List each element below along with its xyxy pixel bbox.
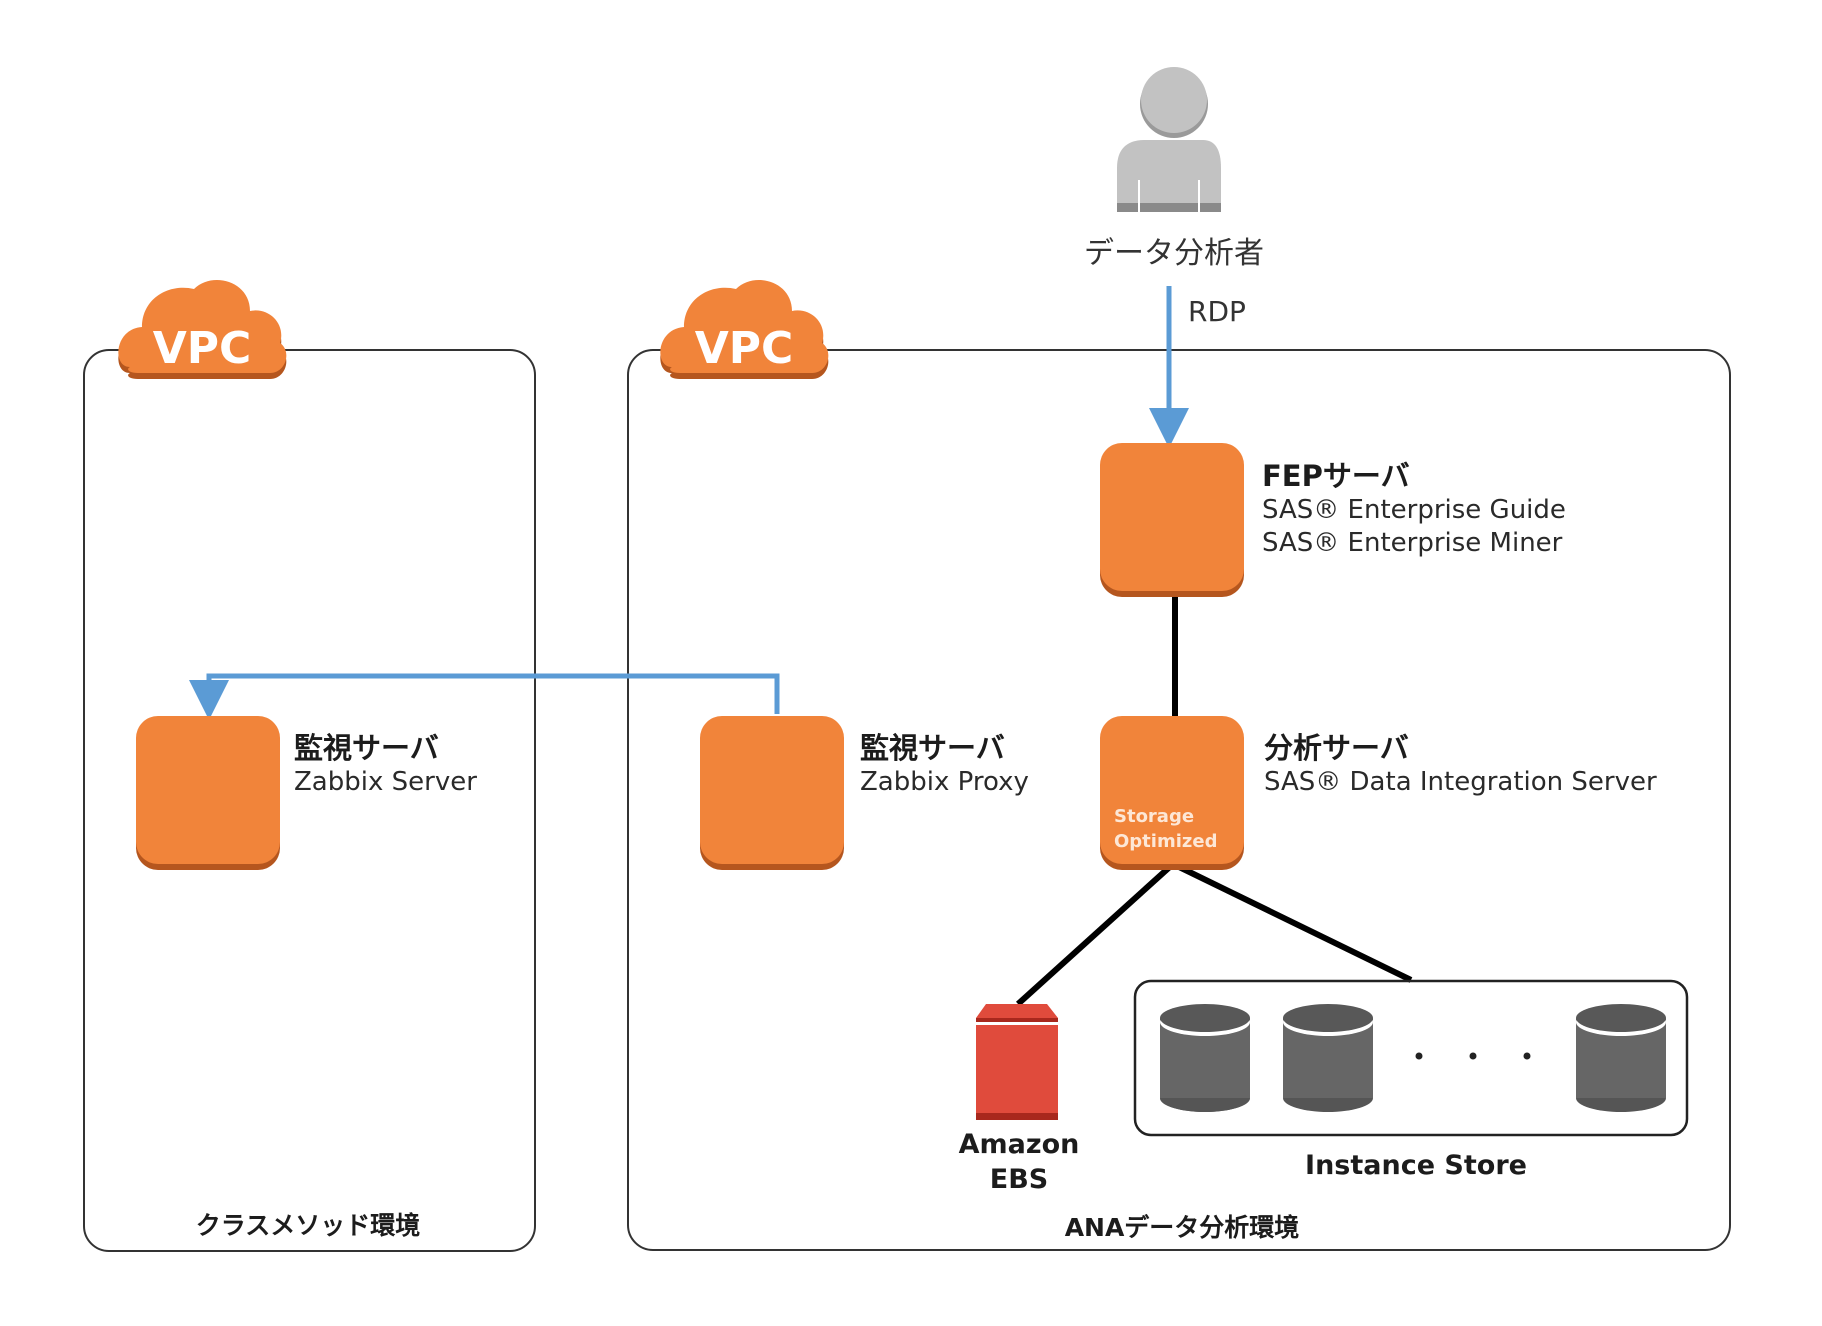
ebs-label-line: EBS [989,1164,1049,1195]
person-label: データ分析者 [1084,236,1264,271]
environment-label-classmethod: クラスメソッド環境 [195,1211,421,1240]
disk-icon [1160,1004,1250,1112]
user-icon [1117,67,1221,212]
ebs-label: Amazon EBS [959,1127,1080,1197]
zabbix-proxy-title: 監視サーバ [860,731,1005,765]
rdp-label: RDP [1188,295,1246,328]
fep-server-line: SAS® Enterprise Miner [1262,528,1563,558]
storage-optimized-badge: Storage Optimized [1114,804,1217,854]
environment-label-ana: ANAデータ分析環境 [1064,1213,1300,1242]
fep-server-icon [1100,443,1244,591]
zabbix-proxy-labels: 監視サーバ Zabbix Proxy [860,730,1029,799]
zabbix-server-labels: 監視サーバ Zabbix Server [294,730,477,799]
analysis-server-labels: 分析サーバ SAS® Data Integration Server [1264,730,1657,799]
fep-server-title: FEPサーバ [1262,459,1410,493]
environment-classmethod [83,349,536,1252]
badge-line: Storage [1114,806,1195,827]
analysis-server-title: 分析サーバ [1264,731,1409,765]
zabbix-server-icon [136,716,280,864]
analysis-server-icon: Storage Optimized [1100,716,1244,864]
analysis-ebs-link [1015,861,1176,1007]
vpc-badge-right-text: VPC [695,323,794,374]
zabbix-proxy-to-server-arrow [189,673,780,720]
instance-store-label: Instance Store [1305,1150,1527,1181]
badge-line: Optimized [1114,831,1218,852]
vpc-cloud-icon: VPC [660,280,829,379]
zabbix-server-title: 監視サーバ [294,731,439,765]
zabbix-proxy-icon [700,716,844,864]
vpc-cloud-icon: VPC [118,280,287,379]
ebs-label-line: Amazon [958,1129,1080,1160]
fep-server-labels: FEPサーバ SAS® Enterprise Guide SAS® Enterp… [1262,458,1566,560]
ebs-volume-icon [976,1004,1058,1120]
disk-icon [1283,1004,1373,1112]
environment-ana [627,349,1731,1251]
zabbix-proxy-line: Zabbix Proxy [860,767,1029,797]
zabbix-server-line: Zabbix Server [294,767,477,797]
fep-server-line: SAS® Enterprise Guide [1262,495,1566,525]
analysis-instance-store-link [1171,861,1413,983]
disk-icon [1576,1004,1666,1112]
instance-store-box [1133,979,1689,1137]
vpc-badge-left-text: VPC [153,323,252,374]
ellipsis-dots [1415,1052,1531,1060]
analysis-server-line: SAS® Data Integration Server [1264,767,1657,797]
